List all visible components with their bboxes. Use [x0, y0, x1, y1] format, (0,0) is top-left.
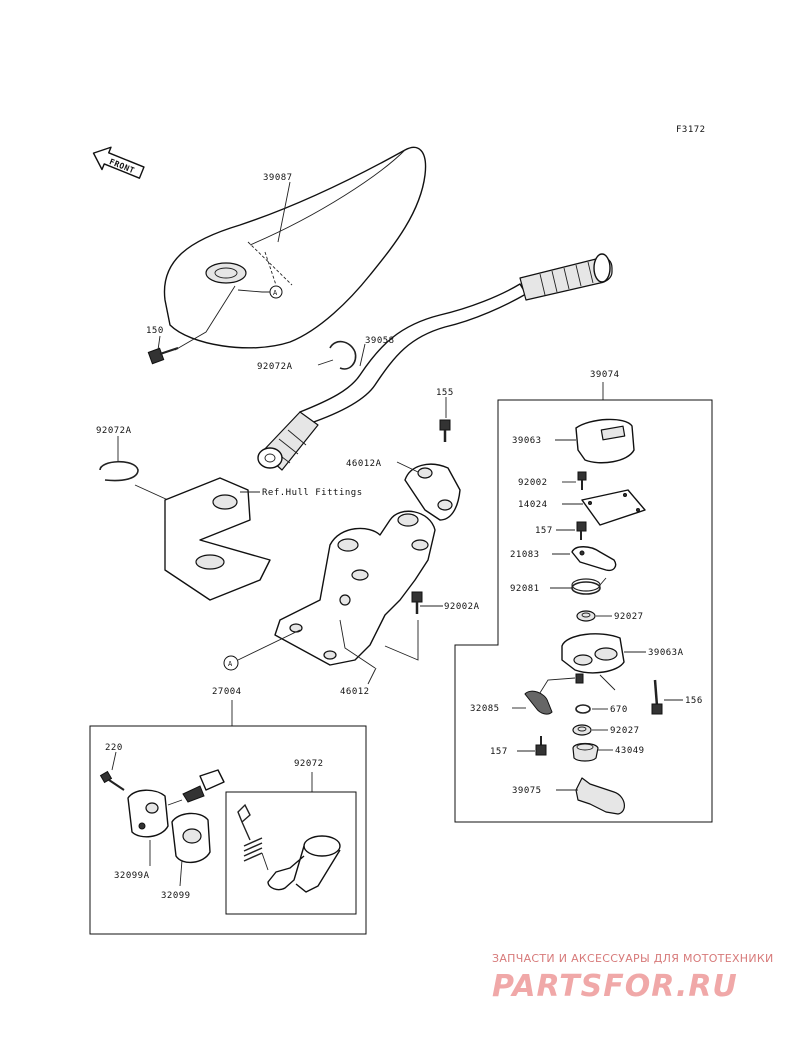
- screw-157-top: [576, 521, 587, 540]
- screw-92002: [577, 471, 587, 490]
- handlebar-cover: [163, 146, 427, 349]
- label-39058: 39058: [365, 336, 395, 346]
- diagram-code: F3172: [676, 125, 706, 135]
- label-46012: 46012: [340, 687, 370, 697]
- label-92002a: 92002A: [444, 602, 480, 612]
- label-32099: 32099: [161, 891, 191, 901]
- throttle-housing-39063a: [561, 633, 625, 684]
- handlebar: [257, 253, 613, 471]
- ref-hull-label: Ref.Hull Fittings: [262, 488, 363, 498]
- label-43049: 43049: [615, 746, 645, 756]
- screw-220: [99, 770, 125, 791]
- label-92081: 92081: [510, 584, 540, 594]
- label-46012a: 46012A: [346, 459, 382, 469]
- label-92002: 92002: [518, 478, 548, 488]
- label-92072: 92072: [294, 759, 324, 769]
- label-21083: 21083: [510, 550, 540, 560]
- label-150: 150: [146, 326, 164, 336]
- svg-text:A: A: [273, 289, 278, 297]
- label-92027-bottom: 92027: [610, 726, 640, 736]
- switch-housing-32099: [171, 812, 211, 863]
- label-92072a-top: 92072A: [257, 362, 293, 372]
- clamp-92072a-top: [329, 340, 357, 370]
- clamp-cap-46012a: [404, 463, 461, 521]
- mounting-bracket: [164, 477, 271, 601]
- screw-157-bottom: [535, 736, 547, 756]
- callout-a-bottom: [223, 655, 239, 671]
- watermark-brand: PARTSFOR.RU: [492, 969, 738, 1004]
- lanyard-clip: [237, 803, 269, 871]
- label-156: 156: [685, 696, 703, 706]
- o-ring-670: [575, 704, 591, 714]
- label-39075: 39075: [512, 786, 542, 796]
- stop-switch-box: [89, 725, 367, 935]
- label-157-top: 157: [535, 526, 553, 536]
- plate-14024: [581, 489, 646, 526]
- bolt-92002a: [411, 591, 423, 614]
- riser-46012: [274, 510, 436, 666]
- label-155: 155: [436, 388, 454, 398]
- label-157-bottom: 157: [490, 747, 508, 757]
- lanyard-clamp: [267, 835, 341, 893]
- switch-button: [182, 769, 225, 803]
- clamp-92072a-left: [99, 460, 139, 482]
- throttle-lever-39075: [575, 777, 625, 815]
- throttle-assembly-box: [454, 399, 713, 823]
- label-92027-top: 92027: [614, 612, 644, 622]
- svg-text:A: A: [228, 660, 233, 668]
- label-39087: 39087: [263, 173, 293, 183]
- label-670: 670: [610, 705, 628, 715]
- seal-43049: [572, 742, 599, 762]
- label-14024: 14024: [518, 500, 548, 510]
- bolt-155: [439, 419, 451, 442]
- throttle-cover-39063: [575, 418, 635, 464]
- label-39063: 39063: [512, 436, 542, 446]
- bolt-156: [651, 679, 663, 715]
- label-220: 220: [105, 743, 123, 753]
- spring-92081: [571, 577, 607, 595]
- label-92072a-left: 92072A: [96, 426, 132, 436]
- label-32099a: 32099A: [114, 871, 150, 881]
- lever-21083: [571, 546, 617, 572]
- bolt-150: [147, 347, 179, 365]
- watermark-tagline: ЗАПЧАСТИ И АКСЕССУАРЫ ДЛЯ МОТОТЕХНИКИ: [492, 952, 774, 965]
- label-39063a: 39063A: [648, 648, 684, 658]
- front-arrow-icon: FRONT: [92, 146, 145, 179]
- washer-92027-bottom: [572, 724, 592, 736]
- switch-housing-32099a: [127, 789, 183, 838]
- label-32085: 32085: [470, 704, 500, 714]
- clip-32085: [524, 690, 553, 715]
- washer-92027-top: [576, 610, 596, 622]
- label-27004: 27004: [212, 687, 242, 697]
- lanyard-box: [225, 791, 357, 915]
- label-39074: 39074: [590, 370, 620, 380]
